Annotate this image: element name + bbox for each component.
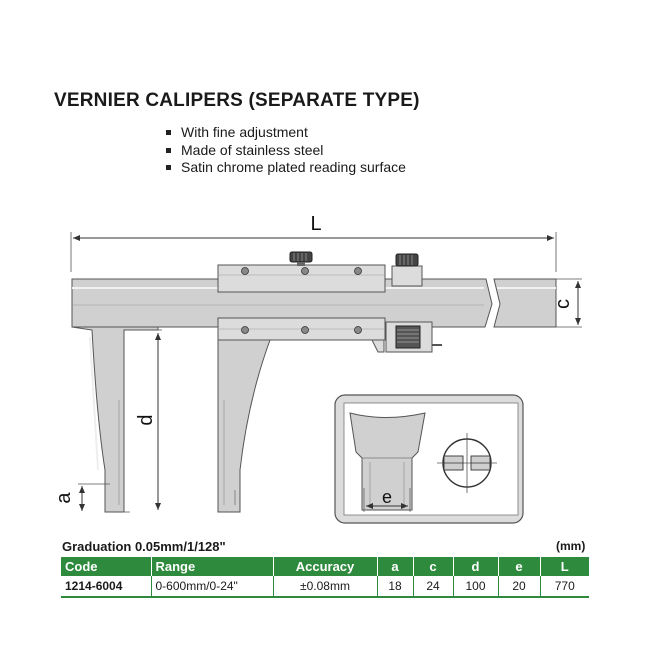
cell-L: 770 (540, 576, 589, 598)
column-header-a: a (377, 557, 414, 576)
page-title: VERNIER CALIPERS (SEPARATE TYPE) (54, 90, 420, 111)
unit-label: (mm) (556, 539, 586, 553)
spec-table: Code Range Accuracy a c d e L 1214-6004 … (61, 557, 589, 598)
dimension-c: c (552, 278, 582, 328)
screw-icon (241, 267, 362, 334)
fine-adjustment-unit (371, 253, 442, 353)
column-header-c: c (413, 557, 454, 576)
dimension-label-a: a (53, 492, 75, 504)
dimension-label-c: c (552, 299, 574, 309)
bullet-icon (166, 147, 171, 153)
sliding-jaw (217, 339, 271, 513)
dimension-d: d (124, 329, 162, 510)
column-header-code: Code (61, 557, 152, 576)
dimension-L: L (70, 213, 557, 272)
cell-a: 18 (377, 576, 414, 598)
cell-c: 24 (413, 576, 454, 598)
table-row: 1214-6004 0-600mm/0-24" ±0.08mm 18 24 10… (61, 576, 589, 598)
cell-range: 0-600mm/0-24" (151, 576, 274, 598)
dimension-label-d: d (135, 414, 157, 425)
column-header-L: L (540, 557, 589, 576)
column-header-range: Range (151, 557, 274, 576)
dimension-a: a (53, 483, 130, 513)
spec-table-header: Code Range Accuracy a c d e L (61, 557, 589, 576)
bullet-icon (166, 165, 171, 171)
feature-item: With fine adjustment (166, 124, 406, 142)
graduation-label: Graduation 0.05mm/1/128" (62, 539, 226, 554)
feature-list: With fine adjustment Made of stainless s… (166, 124, 406, 177)
lock-screw-icon (289, 251, 313, 266)
dimension-label-L: L (310, 213, 321, 235)
slider (217, 251, 386, 341)
dimension-label-e: e (382, 487, 392, 507)
feature-item: Made of stainless steel (166, 142, 406, 160)
cell-code: 1214-6004 (61, 576, 152, 598)
jaw-section-view (437, 433, 497, 493)
cell-accuracy: ±0.08mm (273, 576, 378, 598)
column-header-e: e (498, 557, 541, 576)
column-header-d: d (453, 557, 499, 576)
fixed-jaw (71, 326, 159, 513)
bullet-icon (166, 130, 171, 136)
cell-e: 20 (498, 576, 541, 598)
cell-d: 100 (453, 576, 499, 598)
detail-inset: e (334, 394, 524, 524)
column-header-accuracy: Accuracy (273, 557, 378, 576)
feature-item: Satin chrome plated reading surface (166, 159, 406, 177)
main-beam (71, 278, 557, 328)
